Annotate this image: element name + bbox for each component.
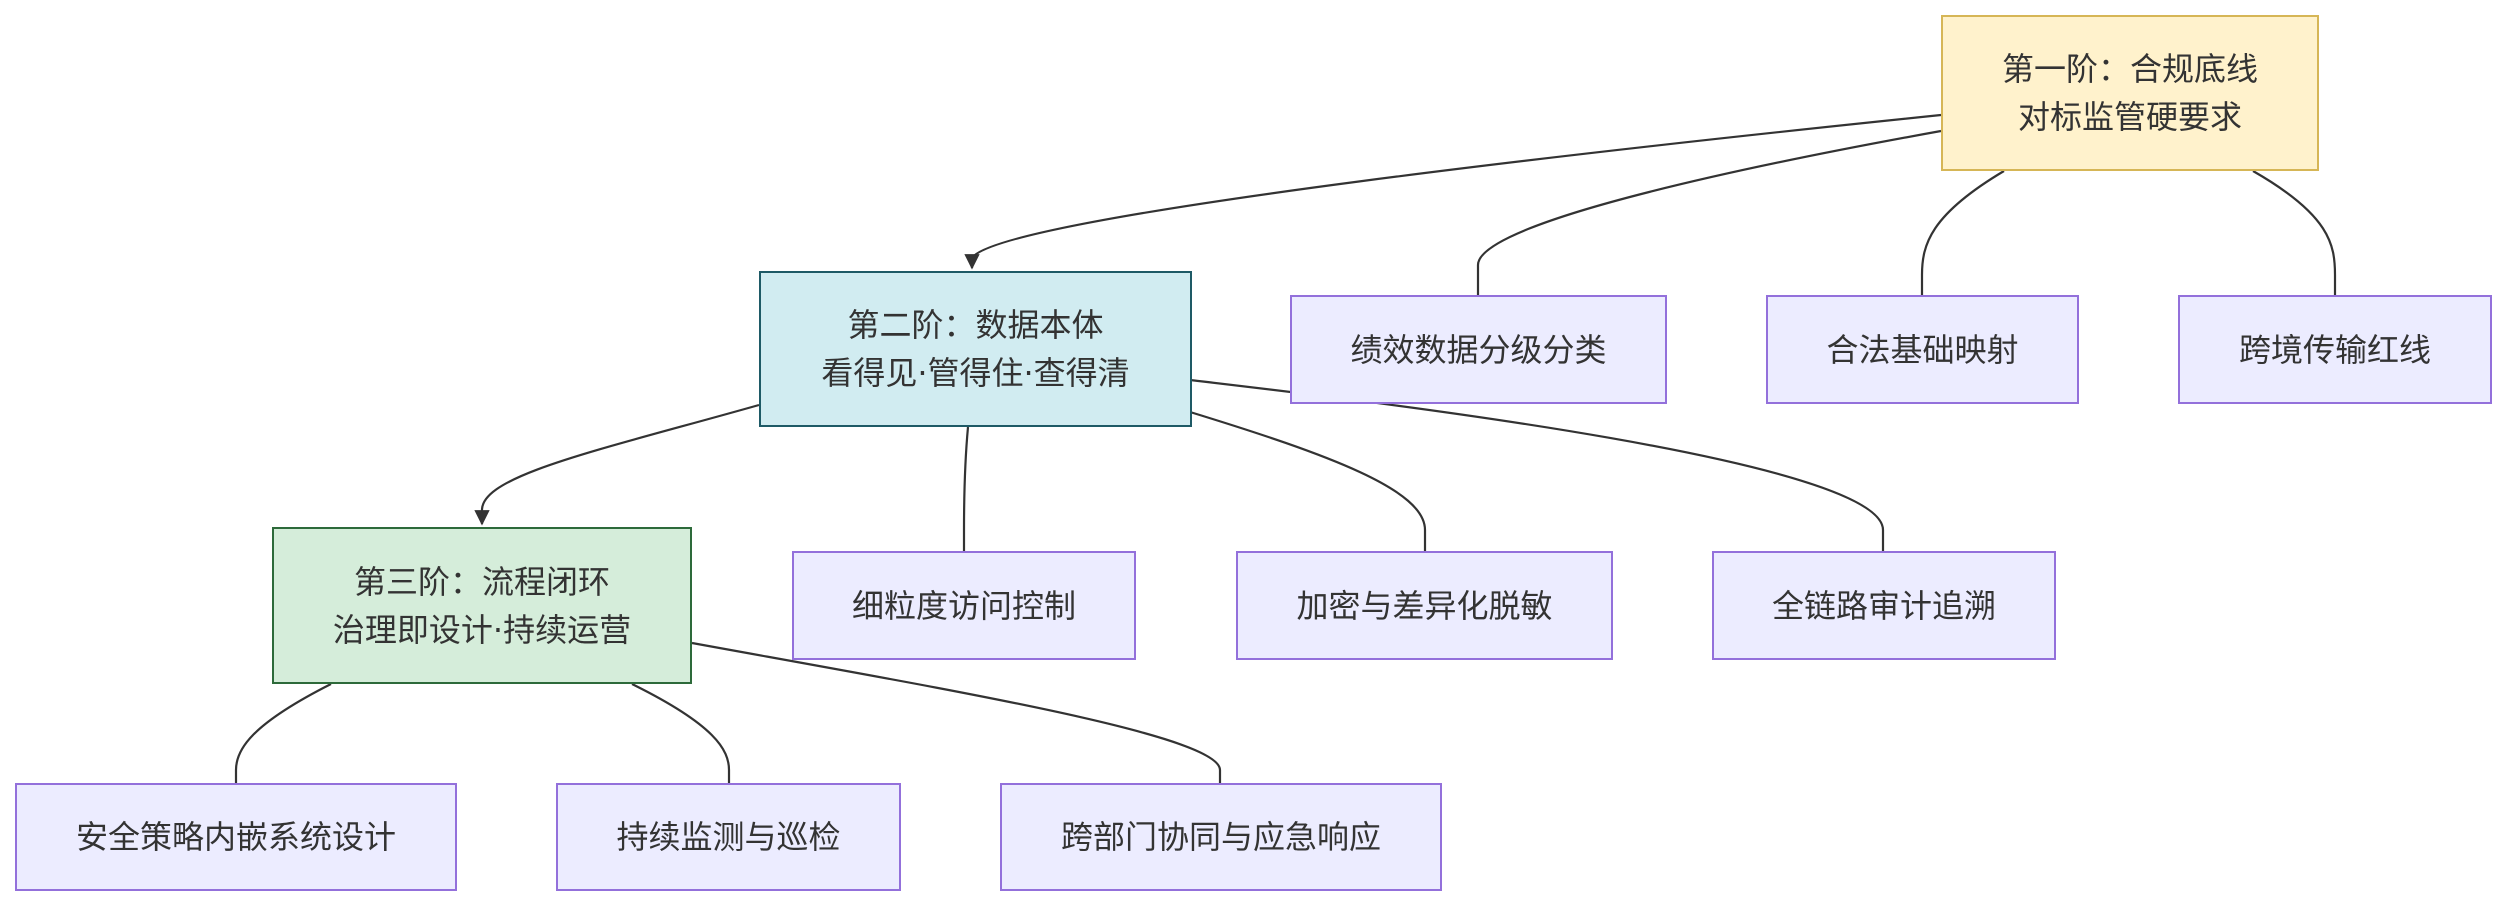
stage-3-title: 第三阶：流程闭环 [353,562,610,601]
stage-3-subtitle: 治理即设计·持续运营 [332,610,632,649]
stage-1-subtitle: 对标监管硬要求 [2017,98,2242,136]
stage-3-item-3-label: 跨部门协同与应急响应 [1060,818,1381,856]
stage-1-title: 第一阶：合规底线 [2001,50,2258,88]
stage-1-item-3[interactable]: 跨境传输红线 [2178,295,2492,404]
stage-2-item-3[interactable]: 全链路审计追溯 [1712,551,2056,660]
stage-2-item-2[interactable]: 加密与差异化脱敏 [1236,551,1613,660]
stage-3-node[interactable]: 第三阶：流程闭环 治理即设计·持续运营 [272,527,692,684]
stage-3-item-3[interactable]: 跨部门协同与应急响应 [1000,783,1442,891]
stage-2-item-1[interactable]: 细粒度访问控制 [792,551,1136,660]
edge-stage2-to-item-1 [962,426,970,551]
stage-2-item-3-label: 全链路审计追溯 [1771,586,1996,625]
stage-1-item-1[interactable]: 绩效数据分级分类 [1290,295,1667,404]
stage-3-item-1-label: 安全策略内嵌系统设计 [75,818,396,856]
stage-2-item-2-label: 加密与差异化脱敏 [1296,586,1553,625]
edge-stage1-to-stage2 [964,113,1942,270]
stage-2-item-1-label: 细粒度访问控制 [851,586,1076,625]
stage-1-item-2-label: 合法基础映射 [1826,330,2019,369]
edge-stage1-to-item-1 [1476,129,1942,295]
stage-1-item-3-label: 跨境传输红线 [2238,330,2431,369]
stage-3-item-1[interactable]: 安全策略内嵌系统设计 [15,783,457,891]
stage-2-subtitle: 看得见·管得住·查得清 [821,354,1130,392]
stage-2-title: 第二阶：数据本体 [847,306,1104,344]
stage-3-item-2-label: 持续监测与巡检 [616,818,841,856]
stage-1-item-2[interactable]: 合法基础映射 [1766,295,2079,404]
edge-stage3-to-item-3 [691,641,1222,783]
edge-stage2-to-item-2 [1189,410,1427,551]
stage-3-item-2[interactable]: 持续监测与巡检 [556,783,901,891]
edge-stage3-to-item-1 [234,683,332,783]
edge-stage2-to-item-3 [1189,378,1885,551]
edge-stage3-to-item-2 [631,683,731,783]
stage-1-node[interactable]: 第一阶：合规底线 对标监管硬要求 [1941,15,2319,171]
stage-2-node[interactable]: 第二阶：数据本体 看得见·管得住·查得清 [759,271,1192,427]
edge-stage2-to-stage3 [474,403,760,526]
stage-1-item-1-label: 绩效数据分级分类 [1350,330,1607,369]
edge-stage1-to-item-2 [1920,170,2005,295]
edge-stage1-to-item-3 [2252,170,2337,295]
